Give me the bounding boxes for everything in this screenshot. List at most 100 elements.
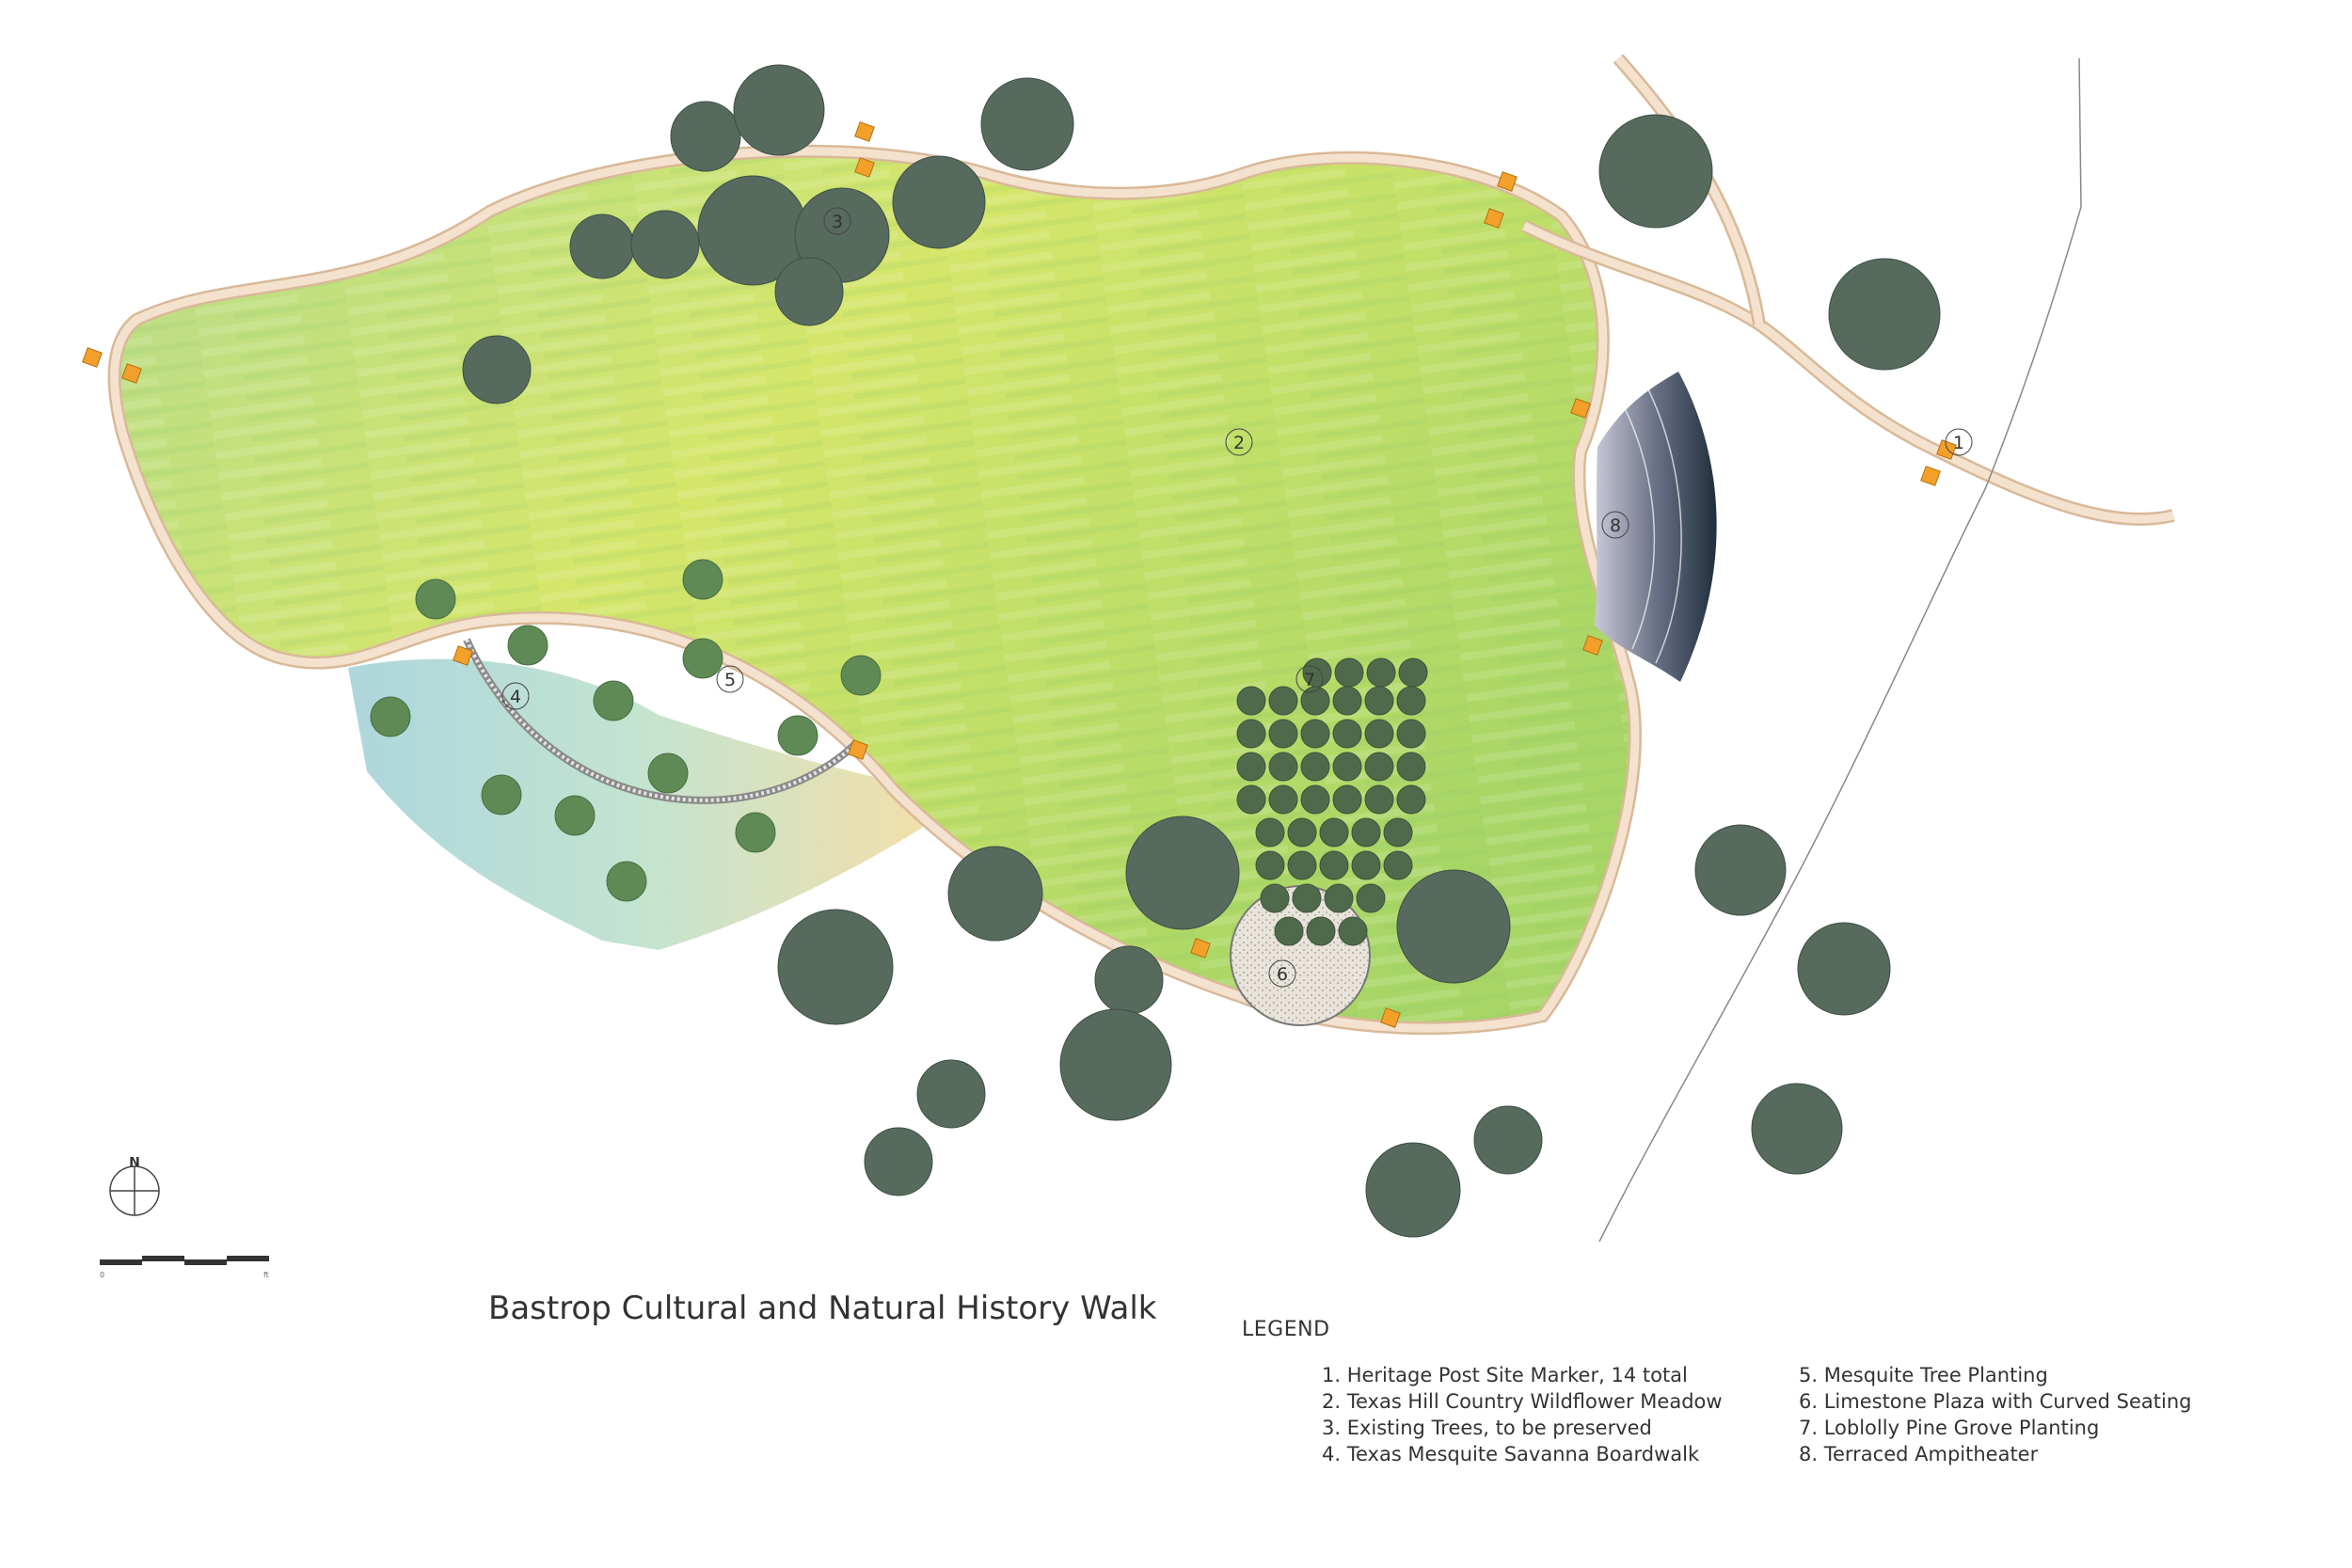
mesquite-tree (682, 559, 723, 600)
pine-tree (1338, 916, 1368, 946)
pine-tree (1396, 784, 1426, 815)
heritage-post-marker (854, 121, 875, 142)
existing-tree (462, 335, 532, 404)
mesquite-tree (370, 696, 411, 737)
existing-tree (916, 1059, 986, 1129)
area-label-ring (1225, 428, 1253, 456)
pine-tree (1255, 817, 1285, 847)
area-label-ring (716, 665, 744, 693)
pine-tree (1287, 850, 1317, 880)
pine-tree (1236, 719, 1266, 749)
heritage-post-marker (1484, 208, 1504, 229)
heritage-post-marker (1190, 938, 1211, 958)
entry-road-fill (1521, 221, 2175, 524)
pine-tree (1268, 719, 1298, 749)
heritage-post-marker (1936, 439, 1957, 460)
heritage-post-markers (82, 121, 1957, 1028)
existing-tree (1598, 114, 1713, 229)
heritage-post-marker (1380, 1007, 1401, 1028)
heritage-post-marker (848, 739, 868, 760)
pine-tree (1364, 752, 1394, 782)
area-label-ring (501, 682, 530, 710)
area-label-ring (1268, 959, 1296, 988)
north-label: N (129, 1157, 140, 1170)
pine-tree (1292, 883, 1322, 913)
pine-tree (1383, 817, 1413, 847)
pine-tree (1300, 784, 1330, 815)
legend-column-2: 5. Mesquite Tree Planting 6. Limestone P… (1799, 1362, 2192, 1467)
existing-tree (1828, 258, 1941, 371)
pine-tree (1268, 686, 1298, 716)
pine-tree (1300, 719, 1330, 749)
mesquite-tree (507, 625, 548, 666)
pine-tree (1396, 752, 1426, 782)
mesquite-tree (415, 578, 456, 620)
pine-tree (1364, 686, 1394, 716)
legend-item: 4. Texas Mesquite Savanna Boardwalk (1322, 1443, 1700, 1465)
mesquite-tree (840, 655, 882, 696)
pine-tree (1396, 719, 1426, 749)
pine-tree (1332, 719, 1362, 749)
area-label-ring (1601, 511, 1629, 539)
heritage-post-marker (854, 157, 875, 178)
pine-tree (1236, 686, 1266, 716)
heritage-post-marker (1920, 466, 1941, 486)
existing-tree (569, 214, 635, 279)
heritage-post-marker (1570, 398, 1591, 419)
existing-tree (1365, 1142, 1461, 1238)
existing-tree (733, 64, 825, 156)
pine-tree (1364, 784, 1394, 815)
pine-tree (1268, 784, 1298, 815)
pine-tree (1300, 686, 1330, 716)
mesquite-tree (606, 861, 647, 902)
scale-bar: 0 ft (100, 1256, 269, 1279)
terraced-amphitheater (1595, 372, 1717, 682)
existing-tree (774, 257, 844, 326)
pine-tree (1364, 719, 1394, 749)
existing-tree (1094, 945, 1164, 1015)
pine-tree (1396, 686, 1426, 716)
pine-tree (1351, 817, 1381, 847)
mesquite-savanna-area (348, 658, 931, 950)
heritage-post-marker (453, 645, 473, 666)
existing-tree (1751, 1083, 1843, 1175)
legend-item: 8. Terraced Ampitheater (1799, 1443, 2039, 1465)
legend-heading: LEGEND (1242, 1318, 1330, 1341)
mesquite-tree (735, 812, 776, 853)
heritage-post-marker (1497, 171, 1518, 192)
pine-tree (1351, 850, 1381, 880)
mesquite-tree (777, 715, 818, 756)
pine-tree (1332, 686, 1362, 716)
existing-tree (947, 846, 1043, 942)
heritage-post-marker (1582, 635, 1603, 656)
area-number-label: 7 (1304, 670, 1315, 690)
north-arrow-icon: N (109, 1157, 160, 1216)
pine-tree (1334, 657, 1364, 688)
pine-tree (1383, 850, 1413, 880)
pine-tree (1332, 752, 1362, 782)
existing-tree (864, 1127, 933, 1196)
legend-column-1: 1. Heritage Post Site Marker, 14 total 2… (1322, 1362, 1723, 1467)
mesquite-tree (682, 638, 723, 679)
pine-tree (1287, 817, 1317, 847)
mesquite-tree (593, 680, 634, 721)
area-number-label: 2 (1233, 433, 1245, 453)
mesquite-tree (554, 795, 596, 836)
mesquite-tree-planting (370, 559, 882, 902)
pine-tree (1319, 850, 1349, 880)
area-label-ring (1295, 665, 1324, 693)
legend-item: 6. Limestone Plaza with Curved Seating (1799, 1390, 2192, 1413)
pine-tree (1356, 883, 1386, 913)
existing-tree (1396, 869, 1511, 984)
pine-tree (1324, 883, 1354, 913)
mesquite-tree (481, 774, 522, 816)
pine-tree (1236, 784, 1266, 815)
existing-tree (670, 101, 741, 172)
area-number-label: 1 (1953, 433, 1964, 453)
existing-trees-group (462, 64, 1941, 1238)
existing-tree (630, 210, 700, 279)
loblolly-pine-grove (1236, 657, 1428, 946)
scale-tick-0: 0 (100, 1271, 104, 1279)
pine-tree (1366, 657, 1396, 688)
